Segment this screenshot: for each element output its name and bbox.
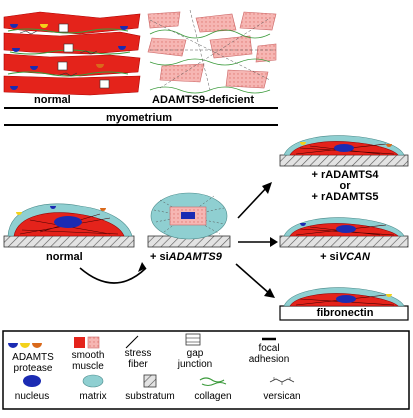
legend-substratum-label: substratum [125, 391, 175, 402]
normal-myometrium-tissue [3, 11, 141, 96]
cell-normal-label: normal [46, 251, 83, 263]
legend-focal-line2: adhesion [248, 354, 290, 365]
legend-versican-label: versican [263, 391, 301, 402]
legend-stress-line2: fiber [128, 359, 148, 370]
legend-stress-line1: stress [124, 348, 152, 359]
knockdown-cell [147, 192, 231, 248]
knockdown-prefix: + si [150, 251, 169, 263]
rescue2-prefix: + si [320, 251, 339, 263]
legend-nucleus-label: nucleus [14, 391, 50, 402]
rescue2-gene: VCAN [338, 251, 370, 263]
legend-gap-line2: junction [177, 359, 213, 370]
legend-focal-line1: focal [258, 343, 280, 354]
rescued-cell-radamts [279, 135, 409, 167]
legend-smooth-line2: muscle [72, 361, 104, 372]
rescue1-line1: + rADAMTS4 [311, 169, 379, 181]
top-normal-label: normal [34, 94, 71, 106]
normal-cell [3, 203, 135, 248]
legend-protease-line2: protease [13, 363, 53, 374]
rescued-cell-sivcan [279, 217, 409, 248]
rescue1-line2: or [339, 180, 351, 192]
deficient-myometrium-tissue [147, 9, 277, 94]
process-arrows [79, 185, 272, 295]
legend-protease-line1: ADAMTS [12, 352, 54, 363]
rescue2-label: + siVCAN [290, 251, 400, 263]
legend-gap-line1: gap [186, 348, 204, 359]
rescued-cell-fibronectin [279, 287, 409, 321]
legend-box [2, 330, 410, 410]
arrowheads [138, 182, 278, 298]
top-deficient-label: ADAMTS9-deficient [152, 94, 255, 106]
knockdown-label: + siADAMTS9 [150, 251, 222, 263]
legend-collagen-label: collagen [194, 391, 232, 402]
myometrium-label: myometrium [106, 112, 173, 124]
rescue3-label: fibronectin [316, 307, 374, 319]
knockdown-gene: ADAMTS9 [168, 251, 222, 263]
rescue1-line3: + rADAMTS5 [311, 191, 379, 203]
legend-smooth-line1: smooth [71, 350, 105, 361]
legend-matrix-label: matrix [79, 391, 107, 402]
